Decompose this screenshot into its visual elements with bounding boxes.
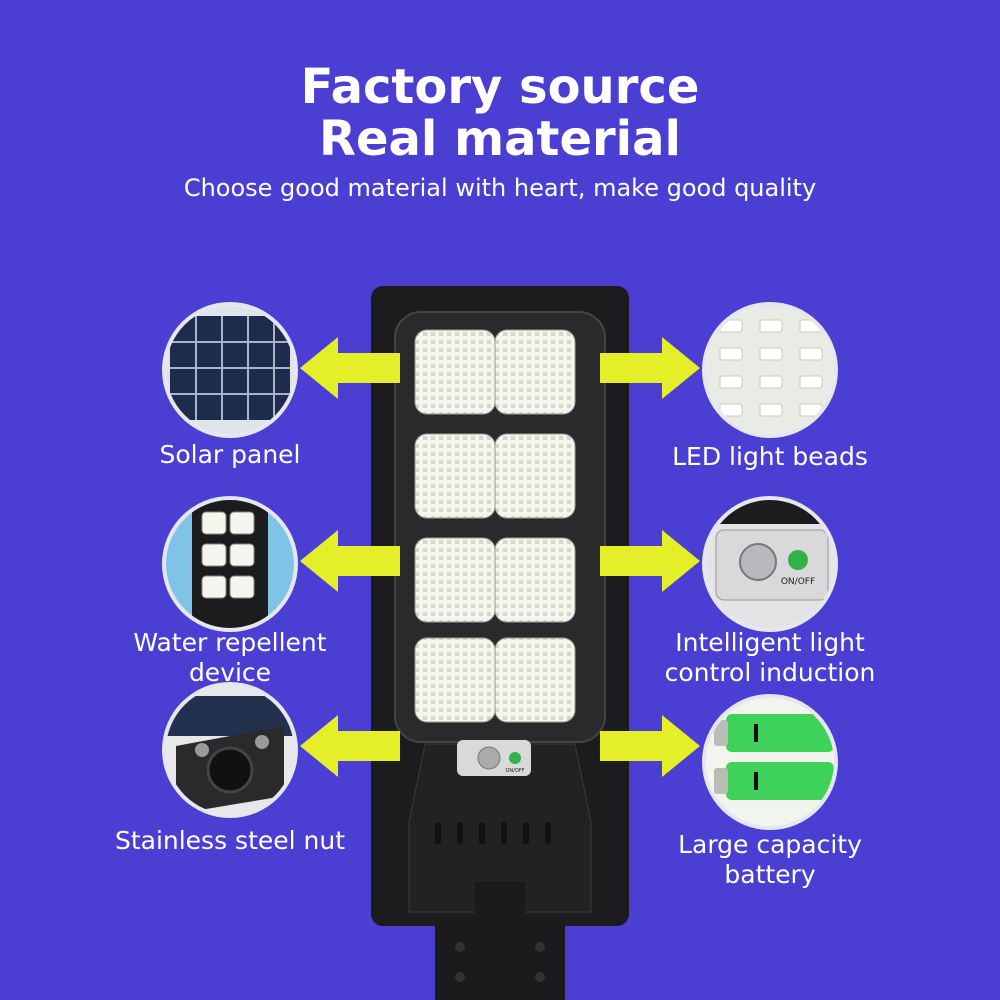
battery-icon	[706, 698, 834, 826]
street-lamp-image: ON/OFF	[371, 286, 629, 1000]
sensor-switch-label: ON/OFF	[781, 577, 815, 587]
arrow-left-icon	[300, 530, 400, 592]
arrow-left-icon	[300, 715, 400, 777]
arrow-left-icon	[300, 337, 400, 399]
arrow-right-icon	[600, 530, 700, 592]
feature-label-solar-panel: Solar panel	[159, 440, 301, 469]
feature-label-steel-nut: Stainless steel nut	[114, 826, 346, 855]
arrow-right-icon	[600, 337, 700, 399]
feature-label-battery: Large capacity battery	[678, 830, 862, 889]
feature-label-light-control: Intelligent light control induction	[664, 628, 876, 687]
feature-label-water-repellent: Water repellent device	[133, 628, 327, 687]
sensor-icon: ON/OFF	[706, 500, 834, 628]
page-subtitle: Choose good material with heart, make go…	[183, 174, 817, 202]
page-title-line2: Real material	[319, 111, 681, 167]
page-title-line1: Factory source	[300, 59, 700, 115]
led-beads-icon	[706, 306, 834, 434]
steel-nut-icon	[166, 686, 294, 814]
water-repellent-icon	[166, 500, 294, 628]
solar-panel-icon	[166, 306, 294, 434]
sensor-switch-label: ON/OFF	[505, 768, 524, 774]
feature-label-led-beads: LED light beads	[672, 442, 868, 471]
led-modules	[414, 329, 576, 723]
arrow-right-icon	[600, 715, 700, 777]
